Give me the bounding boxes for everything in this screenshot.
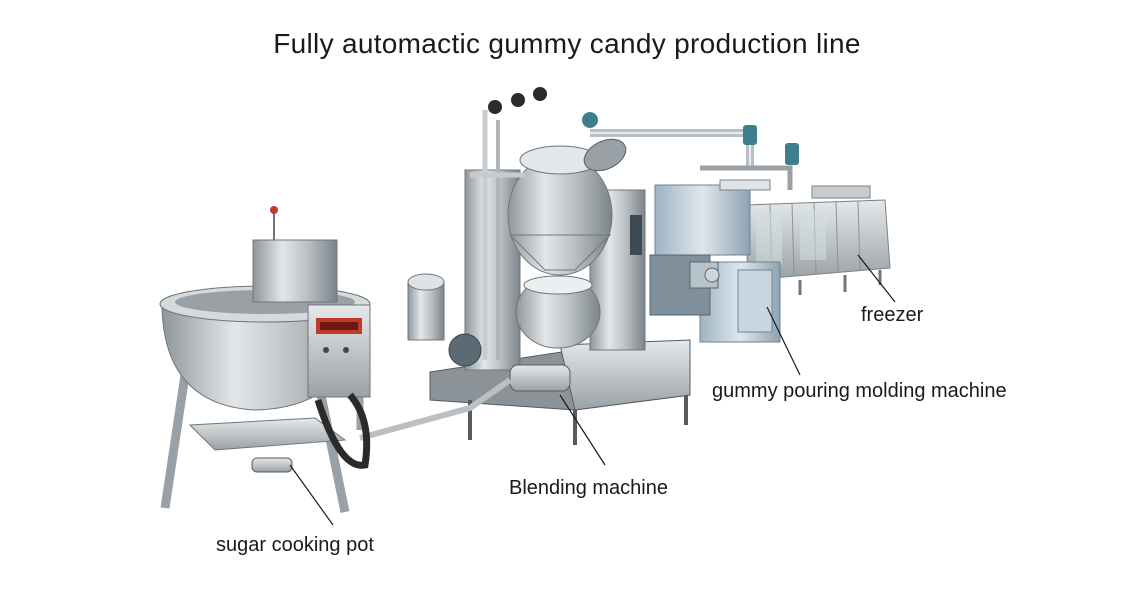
freezer-tunnel: [744, 185, 891, 295]
blending-machine: [407, 87, 691, 445]
label-freezer: freezer: [861, 304, 924, 326]
label-blending-machine: Blending machine: [509, 477, 668, 499]
leader-line-cooking-pot: [289, 464, 334, 526]
leader-line-molding: [766, 306, 801, 376]
label-molding-machine: gummy pouring molding machine: [712, 380, 1007, 402]
diagram-title: Fully automactic gummy candy production …: [273, 28, 861, 59]
transfer-pipe: [359, 377, 512, 441]
label-sugar-cooking-pot: sugar cooking pot: [216, 534, 374, 556]
molding-machine: [590, 125, 799, 343]
leader-line-freezer: [857, 254, 896, 303]
leader-line-blending: [559, 394, 606, 466]
sugar-cooking-pot: [159, 206, 371, 513]
